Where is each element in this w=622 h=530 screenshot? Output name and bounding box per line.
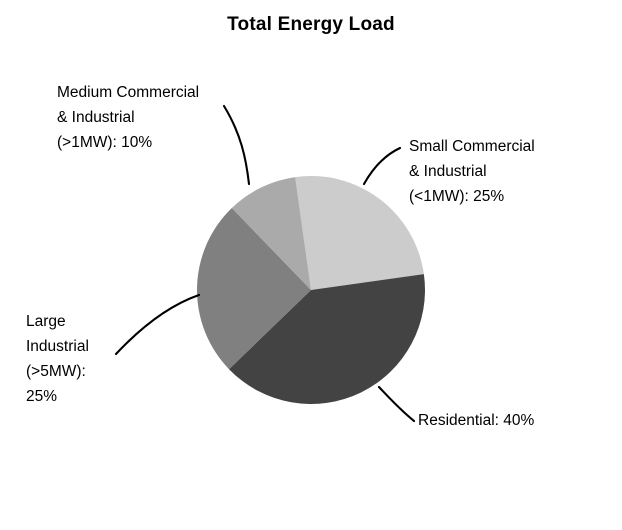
pie-slice-small-commercial[interactable] — [295, 175, 424, 290]
slice-label-residential: Residential: 40% — [418, 412, 535, 429]
leader-line-large-industrial — [114, 293, 201, 356]
leader-line-residential — [377, 385, 416, 423]
leader-line-group — [114, 104, 416, 423]
pie-slice-medium-commercial[interactable] — [231, 177, 311, 290]
pie-slice-large-industrial[interactable] — [197, 208, 311, 370]
pie-slice-group — [197, 175, 425, 404]
leader-line-medium-commercial — [222, 104, 251, 186]
slice-label-small-commercial: Small Commercial & Industrial (<1MW): 25… — [409, 138, 535, 205]
chart-title: Total Energy Load — [227, 14, 395, 35]
pie-slice-residential[interactable] — [229, 274, 425, 404]
leader-line-small-commercial — [362, 146, 402, 186]
slice-label-large-industrial: Large Industrial (>5MW): 25% — [26, 313, 89, 405]
slice-label-medium-commercial: Medium Commercial & Industrial (>1MW): 1… — [57, 84, 200, 151]
